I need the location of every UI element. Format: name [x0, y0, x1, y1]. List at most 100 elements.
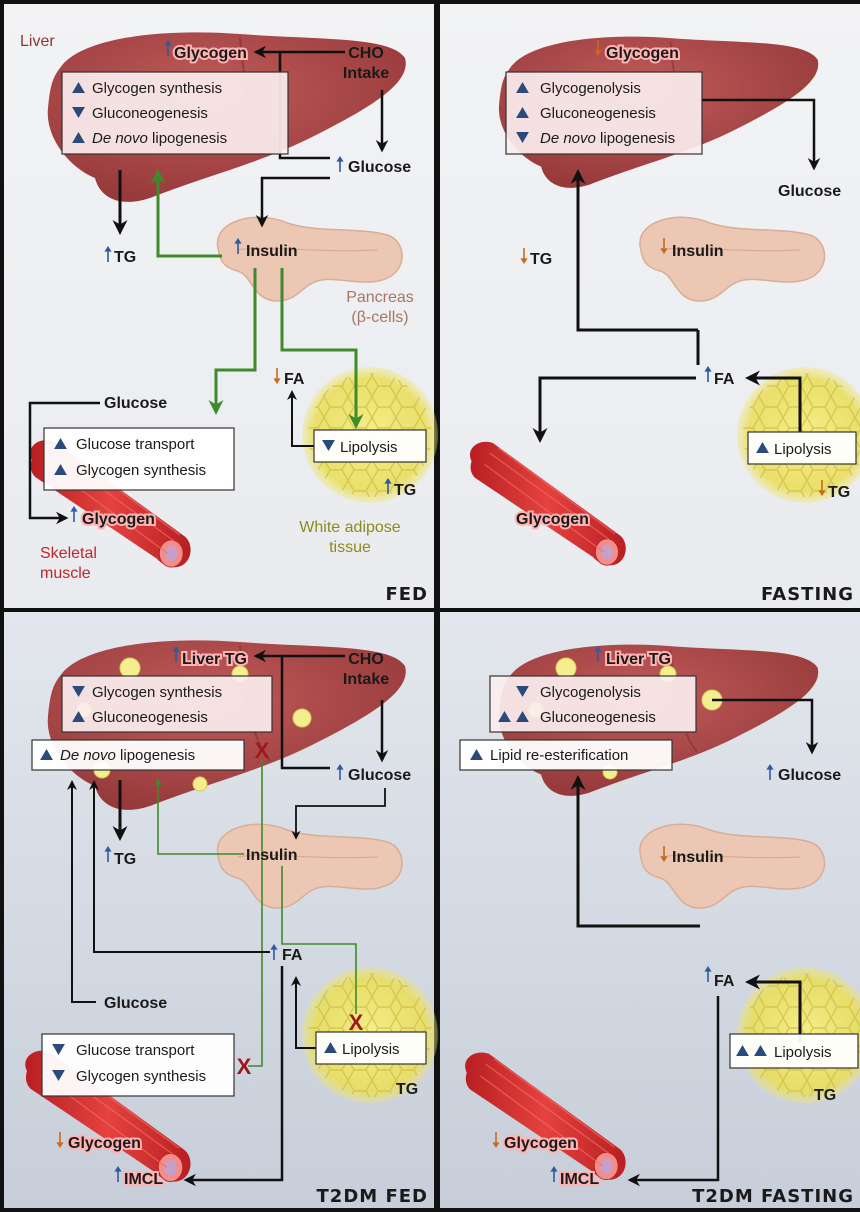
liver-to-glucose-arrow [712, 698, 819, 755]
block-x-liver: X [255, 738, 270, 763]
glucose-label: Glucose [778, 767, 841, 784]
lipolysis-to-fa-arrow [291, 976, 316, 1049]
liver-process-box [489, 675, 697, 733]
fa-label: FA [282, 947, 303, 964]
insulin-to-adipose-arrow [280, 268, 364, 429]
de-novo-label: De novo lipogenesis [60, 747, 195, 764]
tg-label: TG [114, 851, 136, 868]
muscle-process-box [41, 1033, 235, 1097]
insulin-to-muscle-line [248, 760, 263, 1067]
panel-title-fed: FED [385, 584, 428, 605]
lipolysis-box [729, 1033, 859, 1069]
tg-adipose-label: TG [396, 1081, 418, 1098]
imcl-label: IMCL [124, 1171, 163, 1188]
intake-label: Intake [343, 671, 389, 688]
insulin-to-muscle-arrow [208, 268, 257, 415]
muscle-process-2: Glycogen synthesis [76, 1068, 206, 1085]
glucose-to-pancreas-arrow [255, 176, 330, 228]
liver-process-2: Gluconeogenesis [540, 105, 656, 122]
glucose-label: Glucose [778, 183, 841, 200]
glucose-to-liver-line [280, 654, 345, 770]
liver-process-1: Glycogen synthesis [92, 684, 222, 701]
fa-to-imcl-arrow [183, 966, 284, 1187]
glucose-to-muscle-glycogen-arrow [28, 401, 100, 525]
glucose-muscle-label: Glucose [104, 395, 167, 412]
tg-label: TG [530, 251, 552, 268]
fa-to-liver-arrow [89, 780, 270, 953]
glycogen-muscle-label: Glycogen [516, 511, 589, 528]
liver-process-2: Gluconeogenesis [92, 105, 208, 122]
muscle-label: muscle [40, 565, 91, 582]
insulin-label: Insulin [246, 243, 298, 260]
reesterification-box [459, 739, 673, 771]
glucose-liver-label: Glucose [348, 159, 411, 176]
beta-cells-label: (β-cells) [351, 309, 408, 326]
tg-adipose-label: TG [814, 1087, 836, 1104]
lipolysis-box [315, 1031, 427, 1065]
liver-label: Liver [20, 33, 55, 50]
muscle-process-1: Glucose transport [76, 436, 195, 453]
panel-title-t2dm-fasting: T2DM FASTING [692, 1186, 854, 1207]
insulin-label: Insulin [246, 847, 298, 864]
insulin-label: Insulin [672, 243, 724, 260]
panel-t2dm-fasting: Liver TG Glycogenolysis Gluconeogenesis … [459, 643, 860, 1207]
fa-to-muscle-arrow [532, 376, 696, 443]
panel-fed: Liver Glycogen CHO Intake Glucose Glycog… [20, 31, 438, 605]
fa-label: FA [714, 973, 735, 990]
insulin-to-liver-arrow [150, 169, 222, 258]
glucose-left-label: Glucose [104, 995, 167, 1012]
tg-adipose-label: TG [394, 482, 416, 499]
panel-title-fasting: FASTING [761, 584, 854, 605]
glycogen-muscle-label: Glycogen [82, 511, 155, 528]
glycogen-muscle-label: Glycogen [68, 1135, 141, 1152]
lipolysis-label: Lipolysis [774, 441, 832, 458]
cho-label: CHO [348, 45, 384, 62]
block-x-muscle: X [237, 1054, 252, 1079]
glucose-liver-label: Glucose [348, 767, 411, 784]
fa-to-liver-arrow [570, 775, 700, 928]
skeletal-label: Skeletal [40, 545, 97, 562]
insulin-to-liver-arrow [154, 778, 244, 855]
lipolysis-to-fa-arrow [287, 390, 314, 447]
block-x-adipose: X [349, 1010, 364, 1035]
liver-process-2: Gluconeogenesis [92, 709, 208, 726]
glycogen-liver-label: Glycogen [174, 45, 247, 62]
liver-tg-label: Liver TG [182, 651, 247, 668]
tg-adipose-label: TG [828, 484, 850, 501]
pancreas-label: Pancreas [346, 289, 414, 306]
fa-to-liver-arrow [570, 169, 698, 332]
cho-label: CHO [348, 651, 384, 668]
panel-title-t2dm-fed: T2DM FED [317, 1186, 428, 1207]
tg-liver-label: TG [114, 249, 136, 266]
glycogen-liver-label: Glycogen [606, 45, 679, 62]
liver-process-2: Gluconeogenesis [540, 709, 656, 726]
fa-label: FA [714, 371, 735, 388]
muscle-process-2: Glycogen synthesis [76, 462, 206, 479]
lipolysis-box [313, 429, 427, 463]
lipolysis-to-fa-arrow [745, 370, 802, 432]
de-novo-box [31, 739, 245, 771]
liver-process-3: De novo lipogenesis [540, 130, 675, 147]
liver-process-1: Glycogenolysis [540, 80, 641, 97]
liver-process-box [61, 71, 289, 155]
insulin-to-adipose-line [281, 866, 357, 1014]
liver-process-box [61, 675, 273, 733]
imcl-label: IMCL [560, 1171, 599, 1188]
liver-tg-label: Liver TG [606, 651, 671, 668]
intake-label: Intake [343, 65, 389, 82]
reesterification-label: Lipid re-esterification [490, 747, 628, 764]
muscle-process-1: Glucose transport [76, 1042, 195, 1059]
liver-process-1: Glycogen synthesis [92, 80, 222, 97]
lipolysis-box [747, 431, 857, 465]
lipolysis-label: Lipolysis [340, 439, 398, 456]
liver-to-glucose-arrow [700, 98, 821, 171]
liver-process-box [505, 71, 703, 155]
liver-process-3: De novo lipogenesis [92, 130, 227, 147]
glucose-to-pancreas-arrow [291, 788, 386, 840]
panel-fasting: Glycogen Glycogenolysis Gluconeogenesis … [469, 35, 860, 605]
muscle-process-box [43, 427, 235, 491]
liver-process-1: Glycogenolysis [540, 684, 641, 701]
glycogen-muscle-label: Glycogen [504, 1135, 577, 1152]
glucose-to-liver-arrow [67, 780, 96, 1003]
